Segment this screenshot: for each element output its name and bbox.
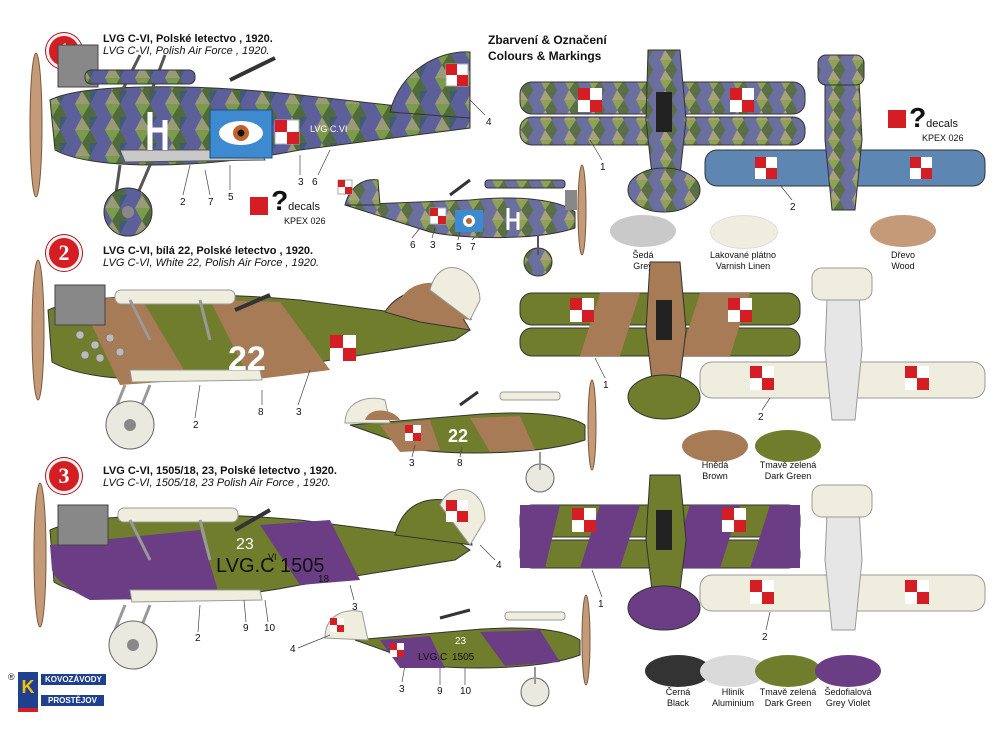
swatch-linen-en: Varnish Linen <box>715 261 771 271</box>
swatch-grey-violet <box>815 655 881 687</box>
serial-year-3: 18 <box>318 574 330 585</box>
decals-note-1: ?decals KPEX 026 <box>250 187 326 227</box>
swatch-wood <box>870 215 936 247</box>
callout-1-6: 6 <box>312 177 318 188</box>
logo-mark: K <box>18 672 38 712</box>
swatch-grey-violet-cz: Šedofialová <box>824 687 872 697</box>
swatch-brown-en: Brown <box>702 471 728 481</box>
svg-text:LVG C.VI: LVG C.VI <box>310 124 347 134</box>
swatch-brown <box>682 430 748 462</box>
swatch-dark-green-cz: Tmavě zelená <box>759 460 817 470</box>
callout-2s-8: 8 <box>457 458 463 469</box>
fuselage-code-2-small: 22 <box>448 426 468 446</box>
swatch-linen-cz: Lakované plátno <box>709 250 777 260</box>
callout-1-2: 2 <box>180 197 186 208</box>
callout-1s-7: 7 <box>470 242 476 253</box>
scheme-2-title: LVG C-VI, bílá 22, Polské letectvo , 192… <box>103 245 314 257</box>
swatch-grey-cz: Šedá <box>632 250 654 260</box>
callout-3s-4: 4 <box>290 644 296 655</box>
swatch-dark-green-en: Dark Green <box>764 471 812 481</box>
callout-3s-10: 10 <box>460 686 472 697</box>
callout-3s-9: 9 <box>437 686 443 697</box>
callout-2-2: 2 <box>193 420 199 431</box>
tail-number-3-small: 23 <box>455 636 467 647</box>
callout-1t-1: 1 <box>600 162 606 173</box>
swatch-grey <box>610 215 676 247</box>
colours-heading-en: Colours & Markings <box>488 49 602 63</box>
serial-3: LVG.C <box>216 555 275 577</box>
flag-icon <box>250 197 268 215</box>
decals-note-2: ?decals KPEX 026 <box>888 104 964 144</box>
swatch-dark-green-3-en: Dark Green <box>764 698 812 708</box>
swatch-aluminium-en: Aluminium <box>711 698 754 708</box>
callout-3-9: 9 <box>243 623 249 634</box>
scheme-1-subtitle: LVG C-VI, Polish Air Force , 1920. <box>103 45 270 57</box>
serial-num-3-small: 1505 <box>452 652 475 663</box>
scheme-1-title: LVG C-VI, Polské letectvo , 1920. <box>103 33 273 45</box>
logo-line-2: PROSTĚJOV <box>41 695 104 706</box>
callout-3-3: 3 <box>352 602 358 613</box>
callout-3t-2: 2 <box>762 632 768 643</box>
scheme-2-number-badge: 2 <box>46 235 82 271</box>
scheme-3-title: LVG C-VI, 1505/18, 23, Polské letectvo ,… <box>103 465 337 477</box>
callout-1-4: 4 <box>486 117 492 128</box>
callout-2t-1: 1 <box>603 380 609 391</box>
flag-icon <box>888 110 906 128</box>
tail-number-3: 23 <box>236 536 254 553</box>
logo-line-1: KOVOZÁVODY <box>41 674 106 685</box>
callout-3t-1: 1 <box>598 599 604 610</box>
callout-1s-6: 6 <box>410 240 416 251</box>
serial-3-small: LVG.C <box>418 652 447 663</box>
swatch-black-cz: Černá <box>665 687 691 697</box>
scheme-3-number-badge: 3 <box>46 458 82 494</box>
swatch-black-en: Black <box>666 698 689 708</box>
swatch-grey-en: Grey <box>633 261 653 271</box>
logo-reg-mark: ® <box>8 672 15 682</box>
colours-heading-cz: Zbarvení & Označení <box>488 33 607 47</box>
callout-1-3: 3 <box>298 177 304 188</box>
callout-2-8: 8 <box>258 407 264 418</box>
callout-2t-2: 2 <box>758 412 764 423</box>
swatch-aluminium-cz: Hliník <box>721 687 745 697</box>
swatch-varnish-linen <box>710 215 778 249</box>
callout-1t-2: 2 <box>790 202 796 213</box>
serial-num-3: 1505 <box>280 555 325 577</box>
callout-3-4: 4 <box>496 560 502 571</box>
swatch-dark-green <box>755 430 821 462</box>
callout-1s-3: 3 <box>430 240 436 251</box>
callout-1s-5: 5 <box>456 242 462 253</box>
swatch-grey-violet-en: Grey Violet <box>825 698 871 708</box>
callout-3-10: 10 <box>264 623 276 634</box>
scheme-2-subtitle: LVG C-VI, White 22, Polish Air Force , 1… <box>103 257 320 269</box>
kovozavody-logo: ® K KOVOZÁVODY PROSTĚJOV <box>8 672 118 712</box>
callout-2s-3: 3 <box>409 458 415 469</box>
serial-sup-3: VI <box>268 552 277 562</box>
callout-2-3: 3 <box>296 407 302 418</box>
callout-3s-3: 3 <box>399 684 405 695</box>
scheme-3-subtitle: LVG C-VI, 1505/18, 23 Polish Air Force ,… <box>103 477 331 489</box>
swatch-dark-green-3-cz: Tmavě zelená <box>759 687 817 697</box>
swatch-wood-cz: Dřevo <box>890 250 915 260</box>
callout-1-5: 5 <box>228 192 234 203</box>
fuselage-code-2: 22 <box>228 340 266 378</box>
swatch-wood-en: Wood <box>891 261 915 271</box>
swatch-brown-cz: Hnědá <box>701 460 729 470</box>
callout-1-7: 7 <box>208 197 214 208</box>
swatch-dark-green-3 <box>755 655 821 687</box>
callout-3-2: 2 <box>195 633 201 644</box>
